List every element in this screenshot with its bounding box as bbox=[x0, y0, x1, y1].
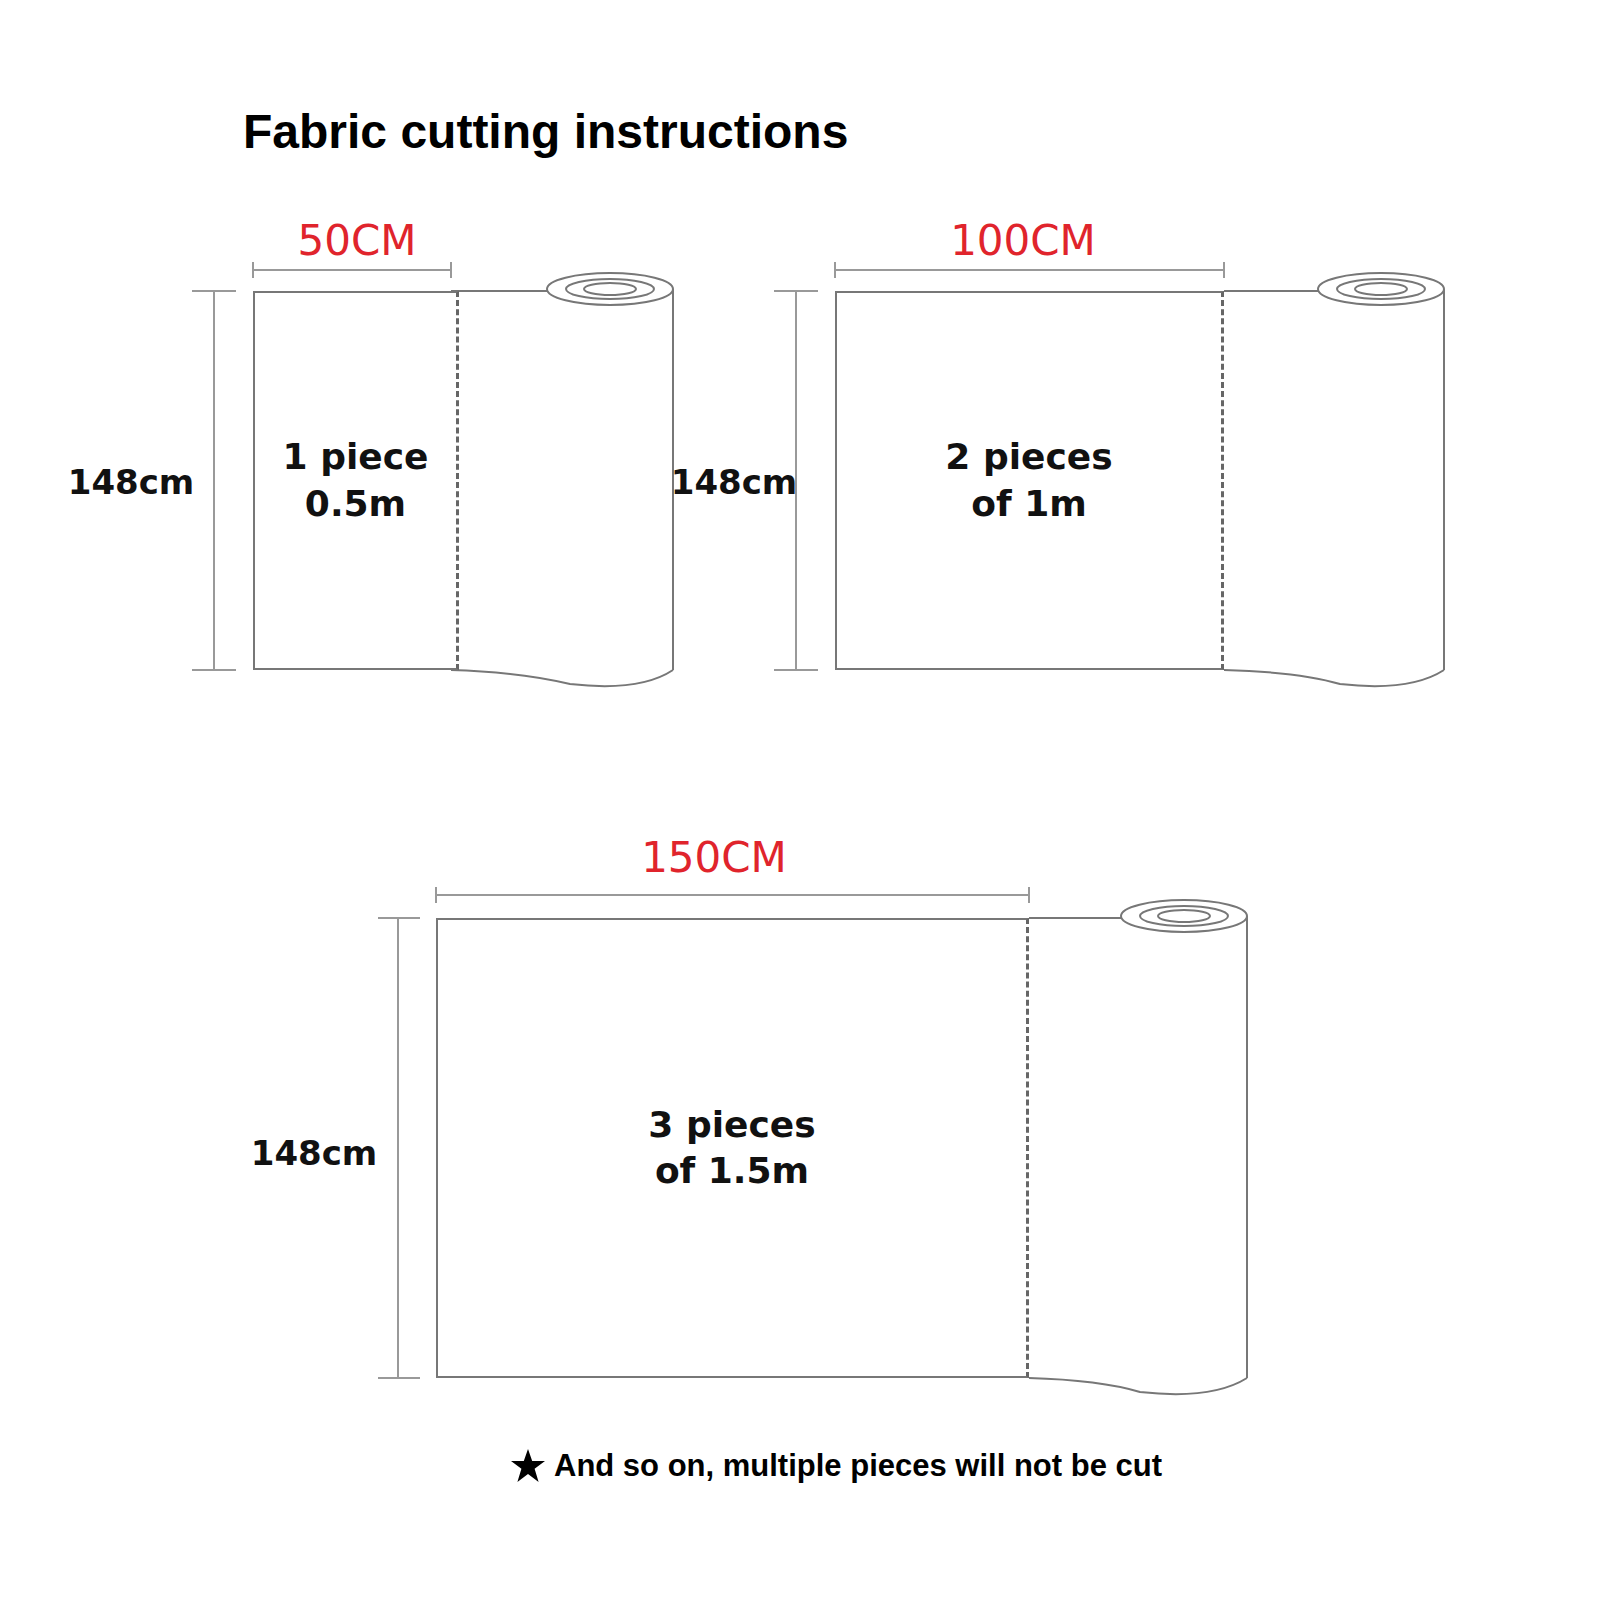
dimension-height: 148cm bbox=[251, 1133, 378, 1173]
dimension-width: 50CM bbox=[297, 216, 416, 265]
dimension-width: 100CM bbox=[950, 216, 1096, 265]
dimension-height: 148cm bbox=[671, 462, 798, 502]
fabric-piece: 2 pieces of 1m bbox=[835, 291, 1224, 670]
dimension-lines bbox=[192, 262, 1224, 1378]
note-row: And so on, multiple pieces will not be c… bbox=[510, 1448, 1162, 1484]
piece-label: 1 piece 0.5m bbox=[261, 434, 451, 526]
star-symbol bbox=[510, 1448, 546, 1484]
fabric-piece: 1 piece 0.5m bbox=[253, 291, 459, 670]
title: Fabric cutting instructions bbox=[243, 104, 848, 159]
note-text: And so on, multiple pieces will not be c… bbox=[554, 1448, 1162, 1484]
piece-label: 2 pieces of 1m bbox=[924, 434, 1134, 526]
dimension-width: 150CM bbox=[641, 833, 787, 882]
piece-label: 3 pieces of 1.5m bbox=[627, 1102, 837, 1194]
dimension-height: 148cm bbox=[68, 462, 195, 502]
fabric-piece: 3 pieces of 1.5m bbox=[436, 918, 1029, 1378]
